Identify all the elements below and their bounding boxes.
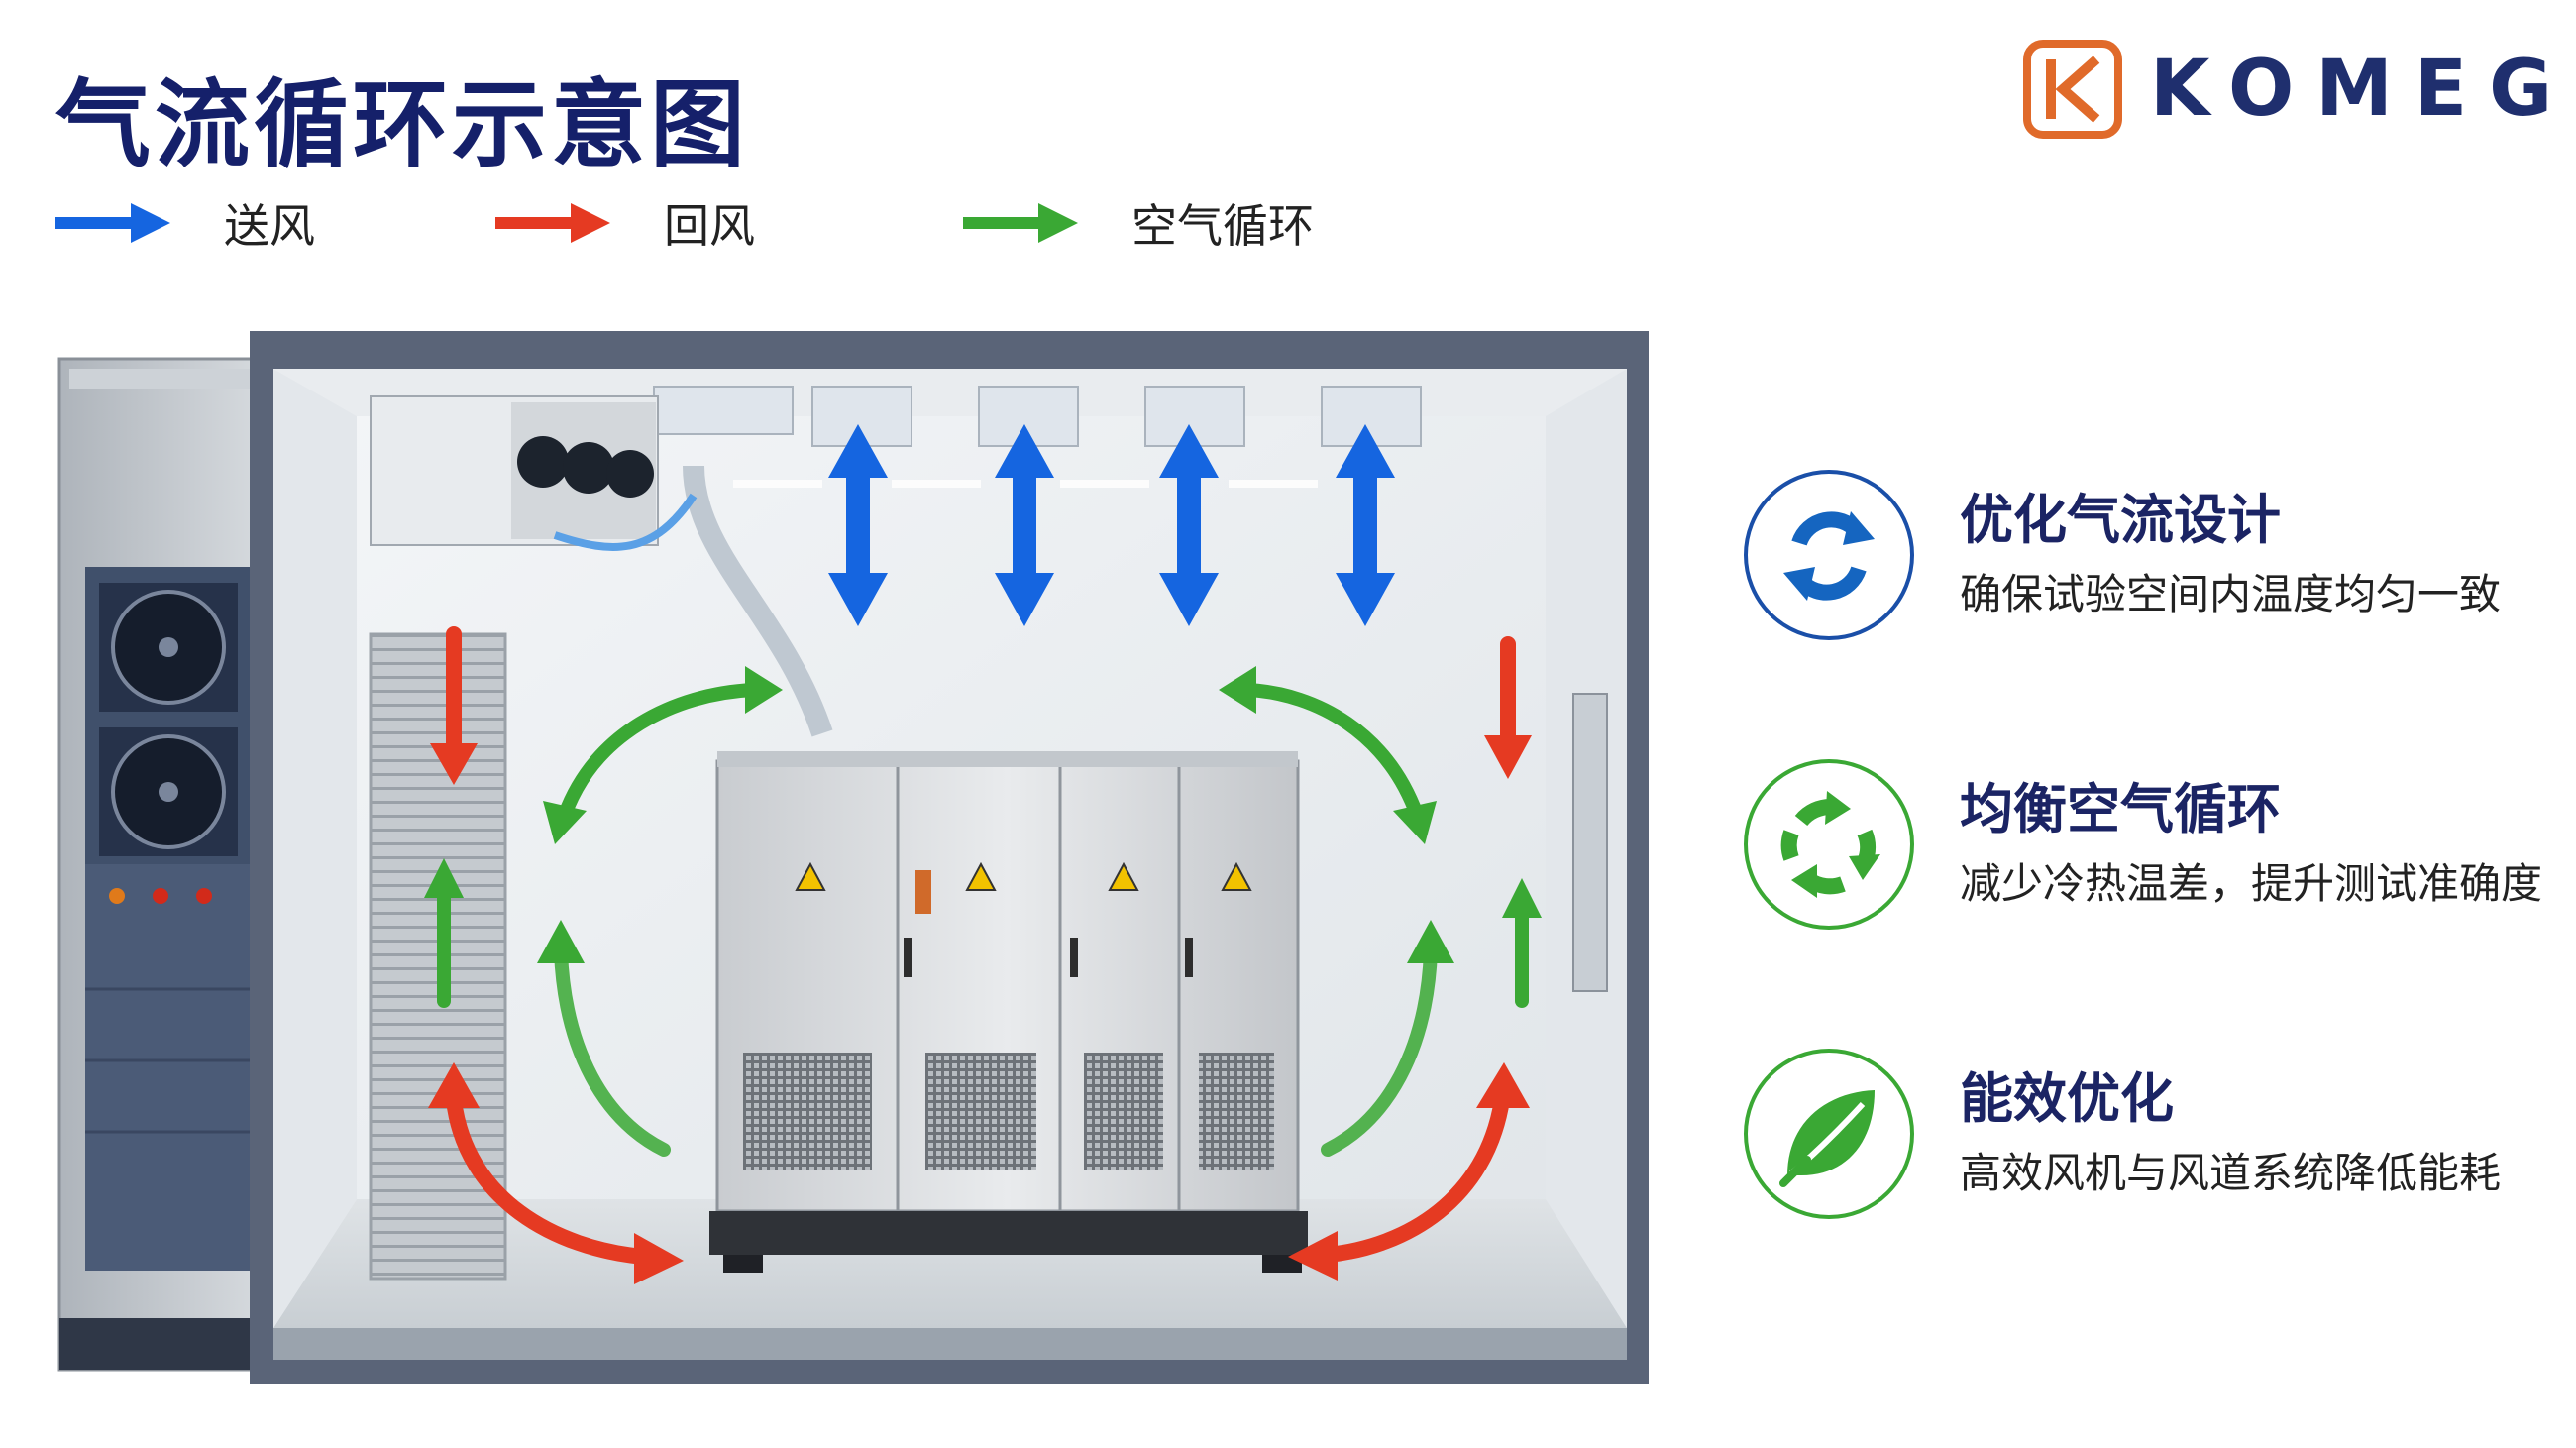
legend-label-return: 回风 xyxy=(664,199,755,253)
feature-desc: 高效风机与风道系统降低能耗 xyxy=(1960,1149,2502,1197)
circulation-arrow-bottom-right xyxy=(1321,945,1438,1157)
chamber-illustration xyxy=(57,331,1649,1384)
feature-energy-efficiency: 能效优化 高效风机与风道系统降低能耗 xyxy=(1744,1049,2556,1227)
evaporator-fans-icon xyxy=(517,436,654,498)
supply-air-arrows xyxy=(828,424,1395,626)
legend-label-circulation: 空气循环 xyxy=(1131,199,1314,253)
feature-balanced-circulation: 均衡空气循环 减少冷热温差，提升测试准确度 xyxy=(1744,759,2556,938)
circulation-arrow-bottom-left xyxy=(554,945,671,1157)
unit-fan-top-icon xyxy=(111,590,226,705)
page-title: 气流循环示意图 xyxy=(55,69,749,180)
unit-indicator-lights-icon xyxy=(109,888,212,904)
supply-arrow-icon xyxy=(828,424,888,626)
warning-sign-icon xyxy=(795,861,1252,891)
green-recycle-arrows-icon xyxy=(1744,759,1914,930)
refrigeration-unit xyxy=(57,357,269,1372)
return-arrow-left-curve xyxy=(446,1092,652,1265)
legend-item-supply: 送风 xyxy=(55,190,315,256)
return-arrow-right-curve xyxy=(1320,1092,1510,1263)
komeg-logo-icon xyxy=(2023,40,2122,139)
green-arrow-icon xyxy=(963,203,1078,243)
feature-desc: 减少冷热温差，提升测试准确度 xyxy=(1960,859,2543,908)
red-arrow-icon xyxy=(495,203,610,243)
blue-arrow-icon xyxy=(55,203,170,243)
legend-item-return: 回风 xyxy=(495,190,755,256)
supply-arrow-icon xyxy=(1336,424,1395,626)
circulation-arrow-top-left xyxy=(558,683,760,822)
feature-title: 能效优化 xyxy=(1960,1067,2174,1130)
legend-item-circulation: 空气循环 xyxy=(963,190,1314,256)
logo-text: KOMEG xyxy=(2150,45,2575,134)
supply-arrow-icon xyxy=(1159,424,1219,626)
feature-desc: 确保试验空间内温度均匀一致 xyxy=(1960,570,2502,618)
leaf-icon xyxy=(1744,1049,1914,1219)
return-air-arrows xyxy=(428,626,1532,1284)
brand-logo: KOMEG xyxy=(2021,38,2574,141)
test-cabinet xyxy=(709,751,1308,1273)
blue-cycle-arrows-icon xyxy=(1744,470,1914,640)
circulation-arrows xyxy=(424,666,1542,1157)
circulation-arrow-top-right xyxy=(1241,683,1424,822)
legend-label-supply: 送风 xyxy=(224,199,315,253)
supply-arrow-icon xyxy=(995,424,1054,626)
unit-fan-bottom-icon xyxy=(111,734,226,849)
feature-title: 优化气流设计 xyxy=(1960,489,2281,551)
feature-optimized-airflow: 优化气流设计 确保试验空间内温度均匀一致 xyxy=(1744,470,2556,648)
feature-title: 均衡空气循环 xyxy=(1960,778,2281,840)
